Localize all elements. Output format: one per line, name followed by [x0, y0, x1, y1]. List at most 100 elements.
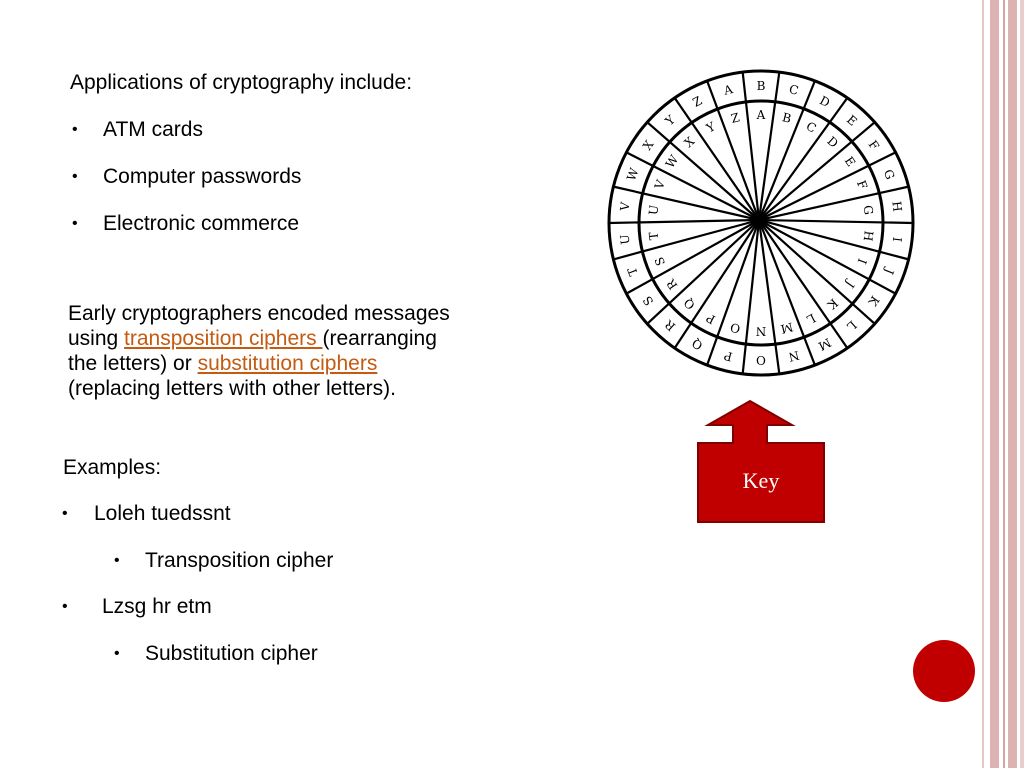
decor-stripe [1008, 0, 1017, 768]
wheel-inner-letter: I [855, 257, 870, 267]
wheel-outer-letter: C [788, 82, 800, 98]
bullet-icon: • [72, 121, 78, 138]
wheel-inner-letter: H [861, 230, 876, 242]
wheel-inner-letter: S [652, 255, 668, 268]
decor-stripe [982, 0, 984, 768]
wheel-outer-letter: E [844, 112, 860, 128]
wheel-spoke [706, 219, 761, 366]
wheel-outer-letter: M [816, 335, 833, 353]
up-arrow-icon [697, 399, 825, 523]
wheel-inner-letter: Y [703, 119, 718, 136]
wheel-spoke [758, 219, 897, 295]
application-item: Electronic commerce [103, 212, 300, 235]
wheel-spoke [758, 151, 897, 221]
wheel-spoke [757, 219, 781, 375]
wheel-inner-letter: B [781, 110, 793, 126]
wheel-spoke [758, 97, 849, 221]
substitution-ciphers-link[interactable]: substitution ciphers [197, 352, 378, 375]
wheel-outer-letter: J [882, 265, 898, 277]
wheel-spoke [758, 218, 909, 261]
wheel-outer-letter: U [617, 234, 632, 246]
decor-circle [913, 640, 975, 702]
wheel-inner-letter: R [663, 276, 680, 292]
wheel-outer-letter: P [723, 348, 734, 364]
wheel-inner-letter: A [756, 108, 766, 122]
wheel-outer-letter: B [757, 79, 766, 93]
application-item: Computer passwords [103, 165, 302, 188]
wheel-inner-letter: P [704, 311, 718, 327]
key-arrow-box [697, 399, 825, 523]
wheel-outer-letter: D [817, 93, 832, 110]
wheel-inner-letter: X [682, 134, 698, 150]
bullet-icon: • [114, 645, 120, 662]
wheel-spoke [646, 219, 760, 325]
wheel-spoke [673, 219, 760, 349]
history-paragraph: Early cryptographers encoded messages us… [68, 301, 538, 401]
wheel-outer-letter: K [865, 293, 882, 309]
wheel-inner-letter: W [663, 152, 682, 171]
wheel-outer-letter: L [844, 318, 859, 334]
wheel-outer-letter: X [640, 137, 657, 152]
wheel-spoke [706, 80, 761, 221]
paragraph-text: using [68, 327, 125, 350]
wheel-inner-letter: C [804, 119, 819, 136]
bullet-icon: • [62, 598, 68, 615]
wheel-inner-letter: J [843, 277, 858, 291]
wheel-inner-letter: Q [681, 295, 698, 312]
wheel-inner-letter: E [842, 154, 859, 169]
key-label: Key [742, 468, 780, 493]
wheel-inner-letter: K [824, 296, 841, 313]
wheel-spoke [613, 218, 760, 261]
examples-heading: Examples: [63, 456, 162, 479]
wheel-outer-letter: Z [690, 94, 704, 110]
example-subitem: Substitution cipher [145, 642, 318, 665]
wheel-outer-letter: Y [662, 112, 679, 129]
wheel-spoke [613, 185, 760, 222]
wheel-outer-letter: V [617, 201, 632, 213]
wheel-outer-letter: Q [690, 336, 705, 353]
wheel-spoke [757, 71, 781, 221]
applications-heading: Applications of cryptography include: [70, 71, 413, 94]
wheel-inner-letter: Z [729, 110, 740, 126]
wheel-outer-letter: N [787, 348, 801, 364]
wheel-inner-letter: M [779, 320, 794, 337]
bullet-icon: • [72, 215, 78, 232]
example-item: Loleh tuedssnt [94, 502, 231, 525]
wheel-spokes [608, 71, 914, 375]
wheel-spoke [758, 185, 909, 222]
wheel-outer-letter: T [625, 265, 641, 277]
wheel-spoke [758, 219, 849, 349]
wheel-spoke [758, 121, 876, 221]
application-item: ATM cards [103, 118, 203, 141]
decor-stripe [1003, 0, 1005, 768]
wheel-inner-letter: U [646, 204, 661, 216]
decor-stripe [1020, 0, 1024, 768]
paragraph-text: Early cryptographers encoded messages [68, 302, 450, 325]
wheel-outer-letter: G [881, 167, 897, 181]
wheel-spoke [741, 219, 761, 375]
wheel-inner-letter: O [729, 320, 742, 336]
wheel-spoke [741, 71, 761, 221]
bullet-icon: • [72, 168, 78, 185]
bullet-icon: • [62, 505, 68, 522]
wheel-spoke [758, 218, 914, 225]
wheel-outer-letter: H [889, 200, 904, 212]
wheel-inner-ring [637, 99, 885, 347]
wheel-spoke [608, 218, 760, 225]
wheel-outer-letter: R [661, 317, 678, 334]
paragraph-text: (rearranging [322, 327, 437, 350]
paragraph-text: the letters) or [68, 352, 198, 375]
wheel-spoke [625, 151, 760, 221]
wheel-outer-letter: I [890, 236, 904, 243]
wheel-spoke [673, 97, 760, 221]
wheel-outer-letter: F [866, 138, 882, 153]
example-item: Lzsg hr etm [102, 595, 212, 618]
transposition-ciphers-link[interactable]: transposition ciphers [124, 327, 323, 350]
wheel-inner-letter: D [824, 134, 840, 151]
example-subitem: Transposition cipher [145, 549, 334, 572]
wheel-spoke [757, 219, 816, 366]
wheel-inner-letter: F [854, 178, 870, 191]
wheel-inner-letter: T [646, 231, 661, 241]
paragraph-text: (replacing letters with other letters). [68, 377, 396, 400]
